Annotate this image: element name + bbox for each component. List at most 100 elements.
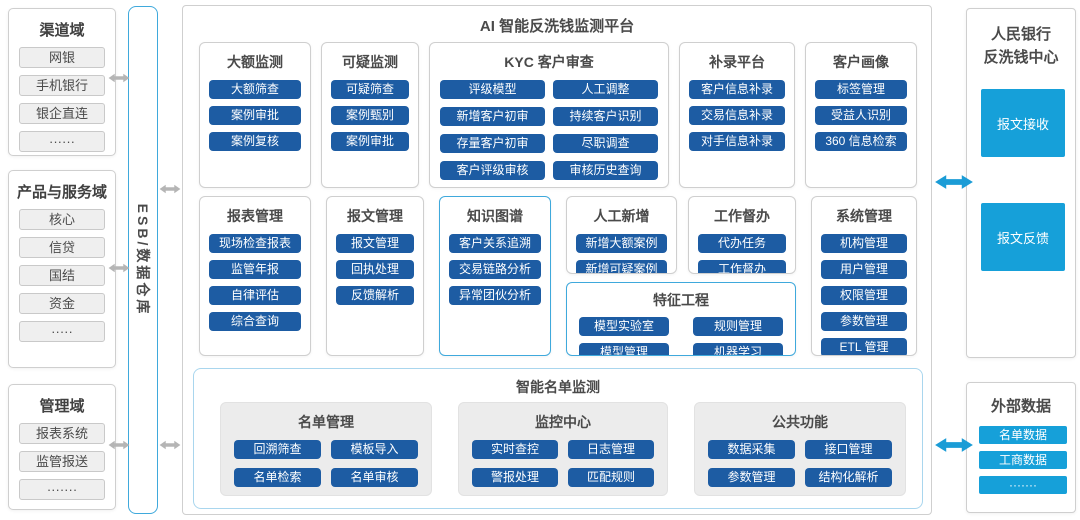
system-pill[interactable]: 国结: [19, 265, 105, 286]
channel-domain-panel: 渠道域 网银 手机银行 银企直连 ······: [8, 8, 116, 156]
system-pill[interactable]: ······: [19, 131, 105, 152]
feature-button[interactable]: 模型实验室: [579, 317, 669, 336]
message-feedback-block[interactable]: 报文反馈: [981, 203, 1065, 271]
double-arrow-icon: [159, 184, 181, 194]
domain-title: 产品与服务域: [16, 184, 107, 201]
feature-button[interactable]: 代办任务: [698, 234, 786, 253]
monitoring-center-group: 监控中心 实时查控 日志管理 警报处理 匹配规则: [458, 402, 668, 496]
feature-button[interactable]: 案例审批: [331, 132, 409, 151]
feature-button[interactable]: 监管年报: [209, 260, 301, 279]
system-pill[interactable]: 信贷: [19, 237, 105, 258]
panel-title: 可疑监测: [342, 54, 398, 70]
feature-button[interactable]: 持续客户识别: [553, 107, 658, 126]
feature-button[interactable]: 匹配规则: [568, 468, 654, 487]
panel-title: 客户画像: [833, 54, 889, 70]
feature-button[interactable]: 尽职调查: [553, 134, 658, 153]
knowledge-graph-panel: 知识图谱 客户关系追溯 交易链路分析 异常团伙分析: [439, 196, 551, 356]
feature-button[interactable]: 机器学习: [693, 343, 783, 355]
pboc-title: 人民银行 反洗钱中心: [983, 26, 1059, 66]
feature-button[interactable]: 报文管理: [336, 234, 414, 253]
feature-button[interactable]: 现场检查报表: [209, 234, 301, 253]
panel-title: 大额监测: [227, 54, 283, 70]
feature-button[interactable]: 机构管理: [821, 234, 907, 253]
feature-button[interactable]: 客户关系追溯: [449, 234, 541, 253]
domain-title: 渠道域: [39, 22, 85, 39]
manual-and-feature-group: 人工新增 新增大额案例 新增可疑案例 工作督办 代办任务 工作督办: [566, 196, 796, 356]
feature-button[interactable]: 新增大额案例: [576, 234, 667, 253]
system-pill[interactable]: 手机银行: [19, 75, 105, 96]
feature-button[interactable]: 参数管理: [708, 468, 795, 487]
feature-button[interactable]: 交易链路分析: [449, 260, 541, 279]
system-pill[interactable]: 监管报送: [19, 451, 105, 472]
feature-button[interactable]: 新增客户初审: [440, 107, 545, 126]
panel-title: 人工新增: [593, 208, 650, 224]
external-data-title: 外部数据: [990, 398, 1051, 415]
work-supervision-panel: 工作督办 代办任务 工作督办: [688, 196, 796, 274]
message-management-panel: 报文管理 报文管理 回执处理 反馈解析: [326, 196, 424, 356]
feature-button[interactable]: 反馈解析: [336, 286, 414, 305]
feature-button[interactable]: 名单审核: [331, 468, 418, 487]
feature-button[interactable]: 对手信息补录: [689, 132, 785, 151]
feature-button[interactable]: 结构化解析: [805, 468, 892, 487]
system-pill[interactable]: 资金: [19, 293, 105, 314]
panel-title: 报表管理: [227, 208, 283, 224]
feature-button[interactable]: 回执处理: [336, 260, 414, 279]
feature-button[interactable]: 可疑筛查: [331, 80, 409, 99]
feature-button[interactable]: 工作督办: [698, 260, 786, 273]
smart-list-monitoring-section: 智能名单监测 名单管理 回溯筛查 模板导入 名单检索 名单审核 监控中心 实时查…: [193, 368, 923, 509]
feature-button[interactable]: 综合查询: [209, 312, 301, 331]
kyc-review-panel: KYC 客户审查 评级模型 人工调整 新增客户初审 持续客户识别 存量客户初审 …: [429, 42, 669, 188]
feature-button[interactable]: 警报处理: [472, 468, 558, 487]
manual-add-panel: 人工新增 新增大额案例 新增可疑案例: [566, 196, 677, 274]
feature-button[interactable]: 受益人识别: [815, 106, 907, 125]
message-receive-block[interactable]: 报文接收: [981, 89, 1065, 157]
external-data-bar[interactable]: 名单数据: [979, 426, 1067, 444]
feature-button[interactable]: 评级模型: [440, 80, 545, 99]
group-title: 公共功能: [772, 414, 828, 430]
system-pill[interactable]: 网银: [19, 47, 105, 68]
feature-button[interactable]: 接口管理: [805, 440, 892, 459]
section-title: 智能名单监测: [516, 379, 600, 395]
feature-button[interactable]: 自律评估: [209, 286, 301, 305]
feature-button[interactable]: 案例审批: [209, 106, 301, 125]
feature-button[interactable]: 标签管理: [815, 80, 907, 99]
external-data-bar[interactable]: ·······: [979, 476, 1067, 494]
feature-button[interactable]: 新增可疑案例: [576, 260, 667, 273]
double-arrow-icon: [159, 440, 181, 450]
product-service-domain-panel: 产品与服务域 核心 信贷 国结 资金 ·····: [8, 170, 116, 368]
feature-button[interactable]: 异常团伙分析: [449, 286, 541, 305]
system-pill[interactable]: 银企直连: [19, 103, 105, 124]
feature-button[interactable]: 客户评级审核: [440, 161, 545, 180]
feature-button[interactable]: ETL 管理: [821, 338, 907, 355]
feature-button[interactable]: 人工调整: [553, 80, 658, 99]
feature-button[interactable]: 用户管理: [821, 260, 907, 279]
feature-button[interactable]: 交易信息补录: [689, 106, 785, 125]
panel-title: 补录平台: [709, 54, 765, 70]
feature-button[interactable]: 模型管理: [579, 343, 669, 355]
feature-button[interactable]: 审核历史查询: [553, 161, 658, 180]
panel-title: 系统管理: [836, 208, 892, 224]
feature-button[interactable]: 日志管理: [568, 440, 654, 459]
feature-button[interactable]: 360 信息检索: [815, 132, 907, 151]
feature-button[interactable]: 案例甄别: [331, 106, 409, 125]
feature-button[interactable]: 客户信息补录: [689, 80, 785, 99]
feature-button[interactable]: 回溯筛查: [234, 440, 321, 459]
feature-button[interactable]: 规则管理: [693, 317, 783, 336]
system-pill[interactable]: 核心: [19, 209, 105, 230]
feature-button[interactable]: 大额筛查: [209, 80, 301, 99]
external-data-bar[interactable]: 工商数据: [979, 451, 1067, 469]
feature-button[interactable]: 数据采集: [708, 440, 795, 459]
system-pill[interactable]: ·······: [19, 479, 105, 500]
system-pill[interactable]: 报表系统: [19, 423, 105, 444]
system-pill[interactable]: ·····: [19, 321, 105, 342]
feature-button[interactable]: 名单检索: [234, 468, 321, 487]
feature-button[interactable]: 参数管理: [821, 312, 907, 331]
panel-title: 报文管理: [347, 208, 403, 224]
feature-button[interactable]: 模板导入: [331, 440, 418, 459]
feature-button[interactable]: 案例复核: [209, 132, 301, 151]
feature-button[interactable]: 存量客户初审: [440, 134, 545, 153]
panel-title: 知识图谱: [467, 208, 523, 224]
feature-button[interactable]: 权限管理: [821, 286, 907, 305]
double-arrow-icon: [934, 174, 974, 190]
feature-button[interactable]: 实时查控: [472, 440, 558, 459]
